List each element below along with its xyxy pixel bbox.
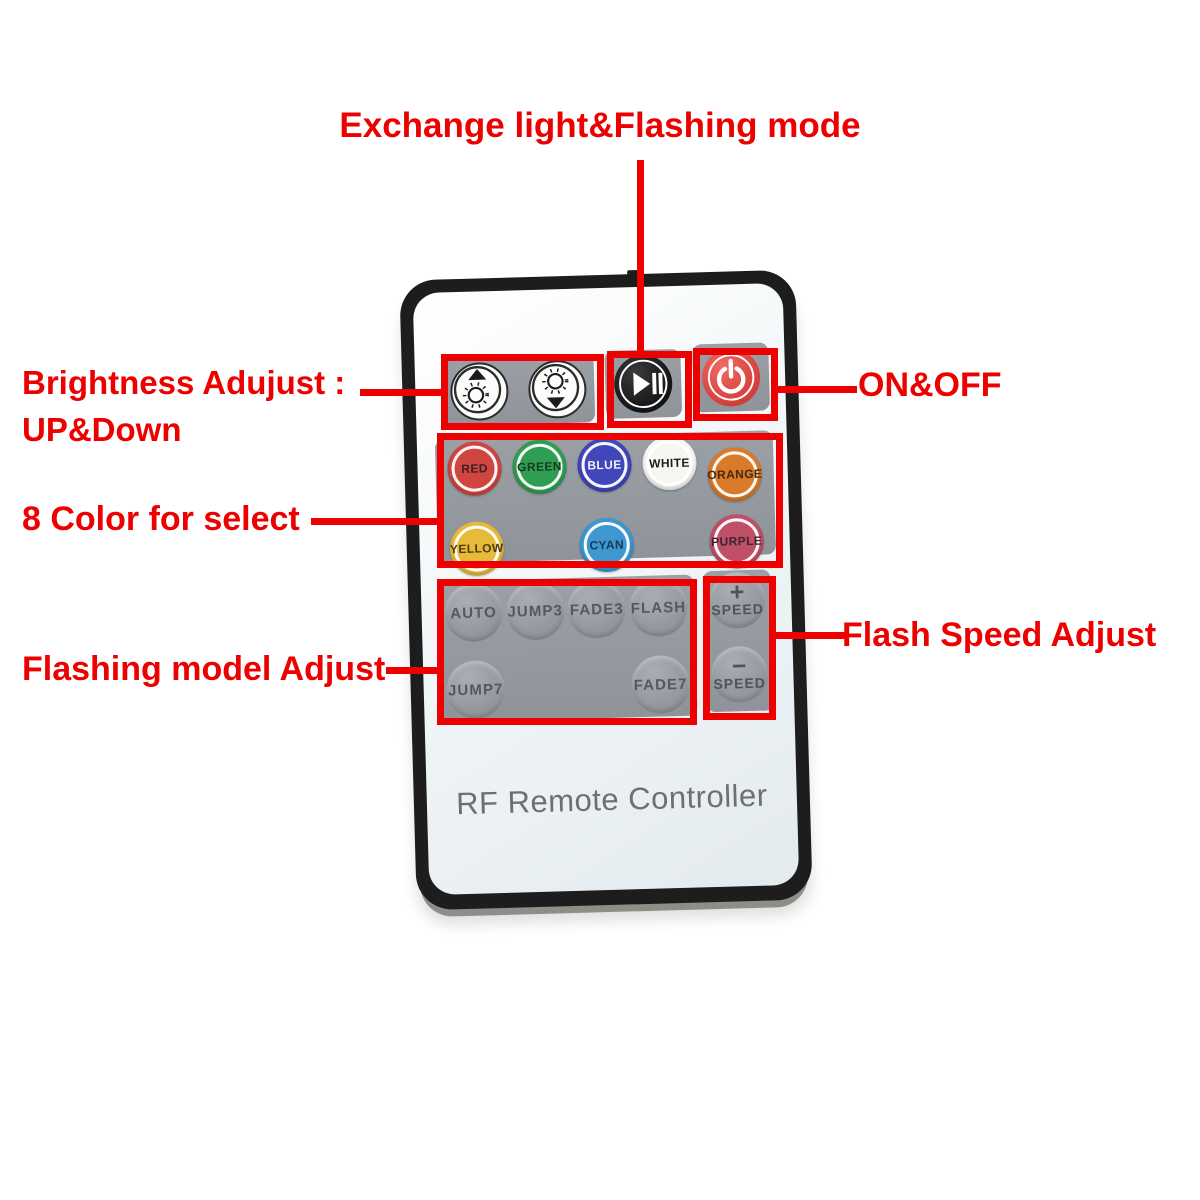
callout-line-on-off: [777, 386, 857, 393]
play-pause-icon: [619, 359, 668, 409]
power-panel: [692, 342, 771, 413]
callout-line-brightness: [360, 389, 442, 396]
power-icon: [707, 354, 755, 401]
sun-up-arrow-icon: [453, 366, 502, 414]
label-brightness-line2: UP&Down: [22, 411, 182, 448]
highlight-mode-buttons: [437, 579, 697, 725]
highlight-brightness-buttons: [441, 354, 604, 430]
brand-text: RF Remote Controller: [455, 777, 769, 822]
label-brightness-line1: Brightness Adujust :: [22, 364, 346, 401]
callout-line-flash-speed: [775, 632, 845, 639]
power-button[interactable]: [701, 347, 761, 408]
label-flash-speed: Flash Speed Adjust: [842, 616, 1157, 654]
label-on-off: ON&OFF: [858, 366, 1002, 404]
brightness-up-button[interactable]: [449, 361, 510, 422]
callout-line-flashing-mode: [386, 667, 438, 674]
brightness-panel: [441, 354, 596, 427]
callout-line-color-select: [311, 518, 438, 525]
play-pause-panel: [604, 348, 683, 419]
brightness-down-button[interactable]: [527, 359, 588, 420]
highlight-play-pause-button: [607, 351, 692, 428]
label-brightness-adjust: Brightness Adujust : UP&Down: [22, 359, 345, 453]
sun-down-arrow-icon: [531, 363, 580, 412]
highlight-color-buttons: [437, 433, 783, 568]
play-pause-button[interactable]: [613, 354, 674, 414]
highlight-power-button: [693, 348, 778, 421]
label-flashing-mode: Flashing model Adjust: [22, 650, 386, 688]
callout-line-exchange-mode: [637, 160, 644, 353]
label-exchange-mode: Exchange light&Flashing mode: [339, 106, 861, 145]
remote-controller: RED GREEN BLUE WHITE ORANGE: [399, 269, 813, 911]
label-color-select: 8 Color for select: [22, 500, 300, 538]
highlight-speed-buttons: [703, 576, 776, 720]
remote-face: RED GREEN BLUE WHITE ORANGE: [412, 282, 800, 896]
